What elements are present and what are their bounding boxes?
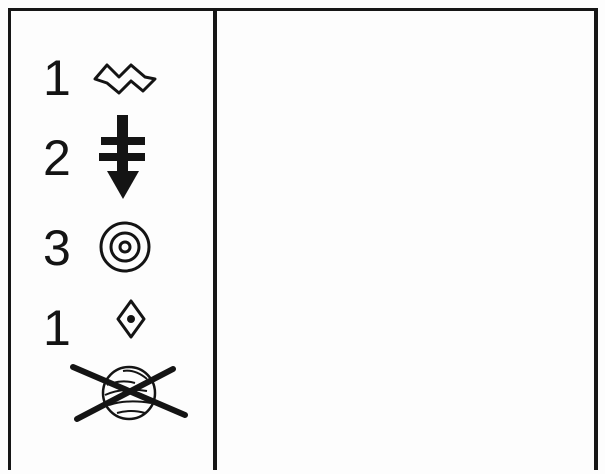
count-label: 3 — [43, 223, 71, 273]
concentric-rings-icon — [97, 219, 153, 275]
zigzag-band-icon — [91, 57, 159, 101]
symbol-row-2: 2 — [11, 119, 211, 189]
crossed-out-sphere-icon — [65, 357, 189, 427]
count-label: 1 — [43, 303, 71, 353]
arrow-post-icon — [95, 113, 151, 209]
symbol-row-1: 1 — [11, 49, 211, 119]
symbol-row-3: 3 — [11, 217, 211, 287]
symbol-row-5 — [11, 351, 211, 421]
count-label: 1 — [43, 53, 71, 103]
symbol-column: 1 2 — [11, 11, 217, 470]
count-label: 2 — [43, 133, 71, 183]
table-frame: 1 2 — [8, 8, 598, 470]
diamond-dot-icon — [113, 297, 149, 341]
answer-area[interactable] — [217, 11, 594, 470]
